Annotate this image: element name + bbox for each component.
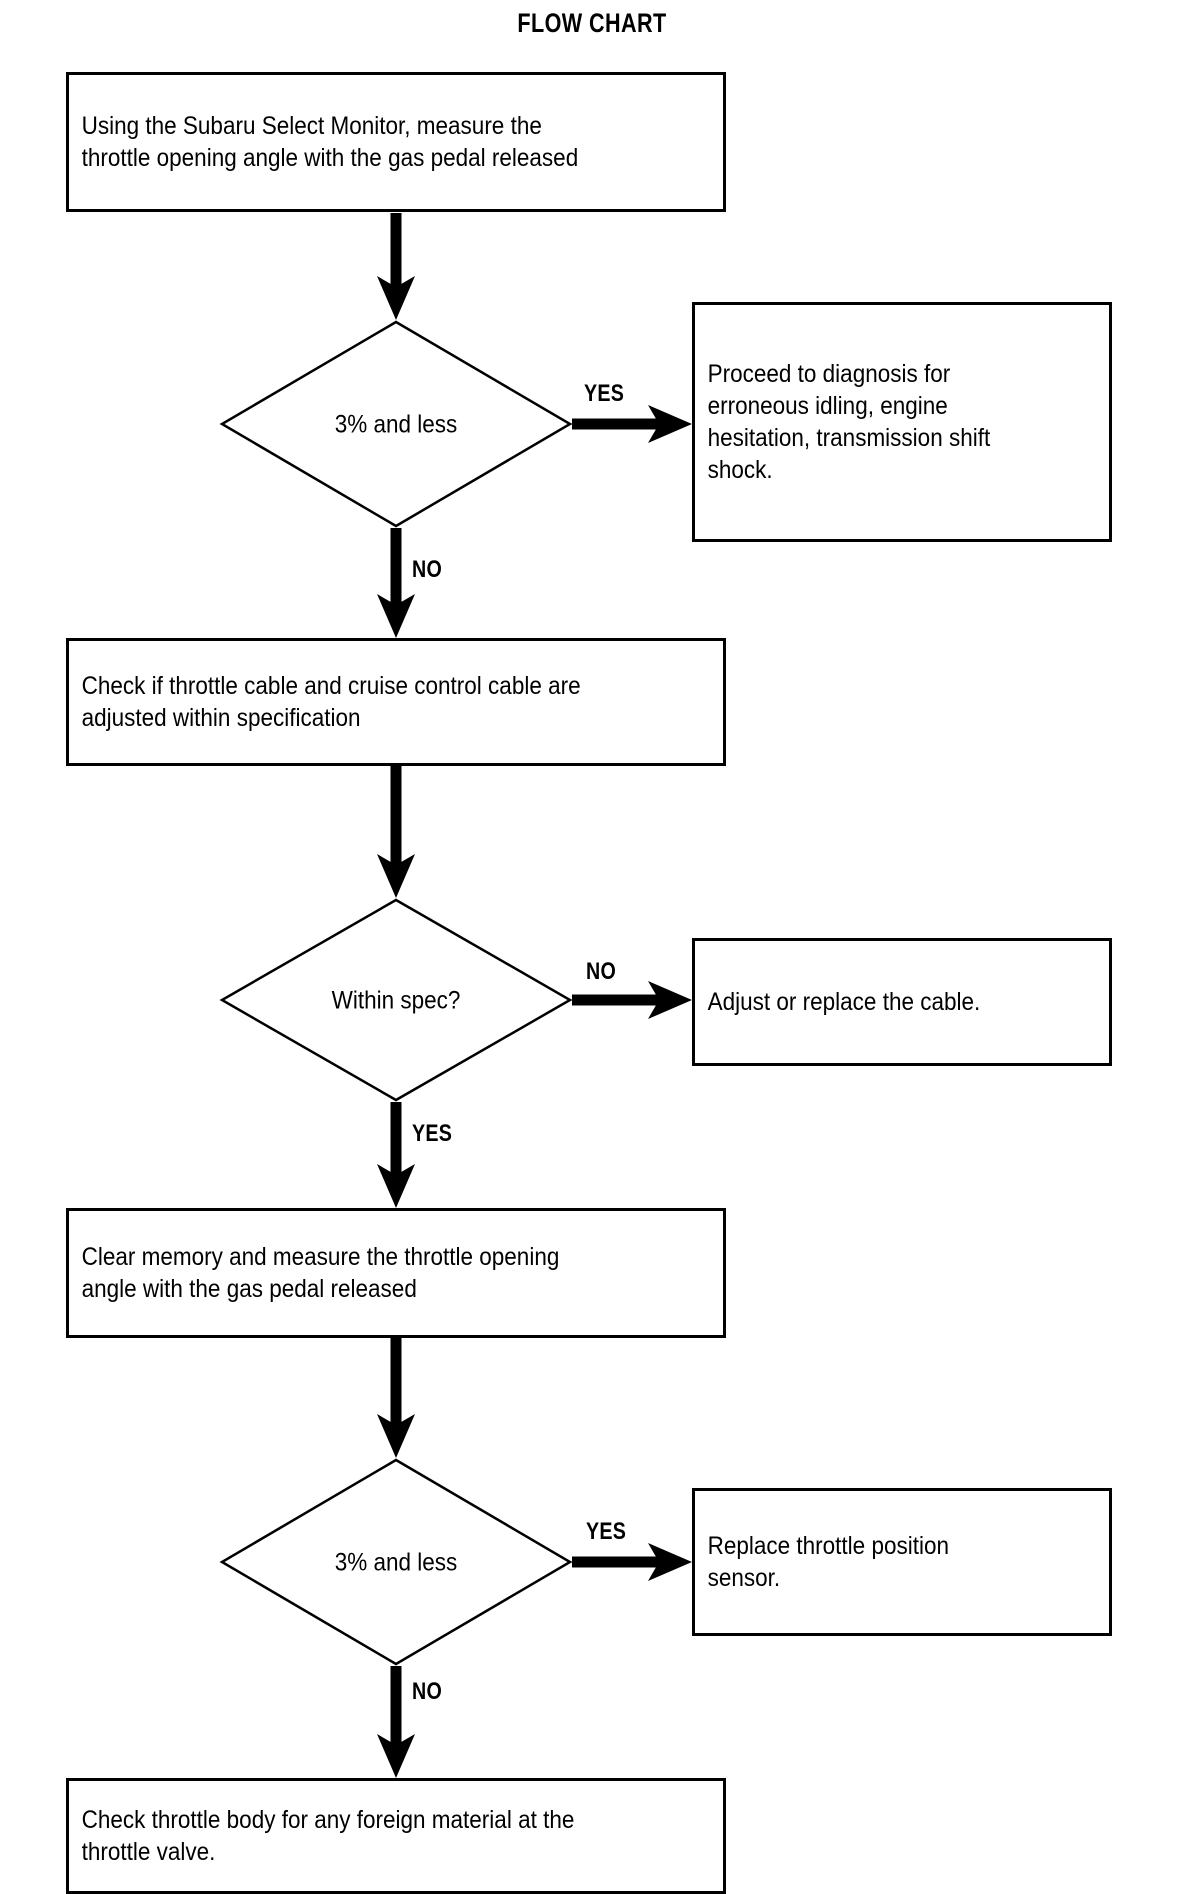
process-node-n7: Clear memory and measure the throttle op… — [66, 1208, 726, 1338]
edge-n5-n6 — [572, 981, 692, 1019]
process-node-n4: Check if throttle cable and cruise contr… — [66, 638, 726, 766]
edge-n8-n10 — [377, 1666, 415, 1778]
edge-n8-n9 — [572, 1543, 692, 1581]
edge-label-no-n5-n6: NO — [586, 958, 617, 985]
edge-label-no-n2-n4: NO — [412, 556, 443, 583]
edge-label-yes-n5-n7: YES — [412, 1120, 453, 1147]
edge-n2-n3 — [572, 405, 692, 443]
process-node-n10: Check throttle body for any foreign mate… — [66, 1778, 726, 1894]
decision-shape-n2 — [219, 320, 573, 528]
process-node-n3: Proceed to diagnosis for erroneous idlin… — [692, 302, 1112, 542]
edge-label-yes-n8-n9: YES — [586, 1518, 627, 1545]
process-node-n3-text: Proceed to diagnosis for erroneous idlin… — [707, 360, 991, 484]
edge-label-no-n8-n10: NO — [412, 1678, 443, 1705]
decision-shape-n8 — [219, 1458, 573, 1666]
process-node-n6: Adjust or replace the cable. — [692, 938, 1112, 1066]
process-node-n9-text: Replace throttle position sensor. — [707, 1532, 949, 1592]
edge-n2-n4 — [377, 528, 415, 638]
process-node-n1: Using the Subaru Select Monitor, measure… — [66, 72, 726, 212]
process-node-n9: Replace throttle position sensor. — [692, 1488, 1112, 1636]
edge-n7-n8 — [377, 1338, 415, 1458]
process-node-n10-text: Check throttle body for any foreign mate… — [81, 1806, 575, 1866]
process-node-n4-text: Check if throttle cable and cruise contr… — [81, 672, 581, 732]
decision-shape-n5 — [219, 898, 573, 1102]
edge-n5-n7 — [377, 1102, 415, 1208]
process-node-n6-text: Adjust or replace the cable. — [707, 988, 981, 1016]
process-node-n7-text: Clear memory and measure the throttle op… — [81, 1243, 560, 1303]
page-title: FLOW CHART — [517, 8, 667, 38]
edge-n4-n5 — [377, 766, 415, 898]
edge-n1-n2 — [377, 213, 415, 320]
process-node-n1-text: Using the Subaru Select Monitor, measure… — [81, 112, 579, 172]
edge-label-yes-n2-n3: YES — [584, 380, 625, 407]
